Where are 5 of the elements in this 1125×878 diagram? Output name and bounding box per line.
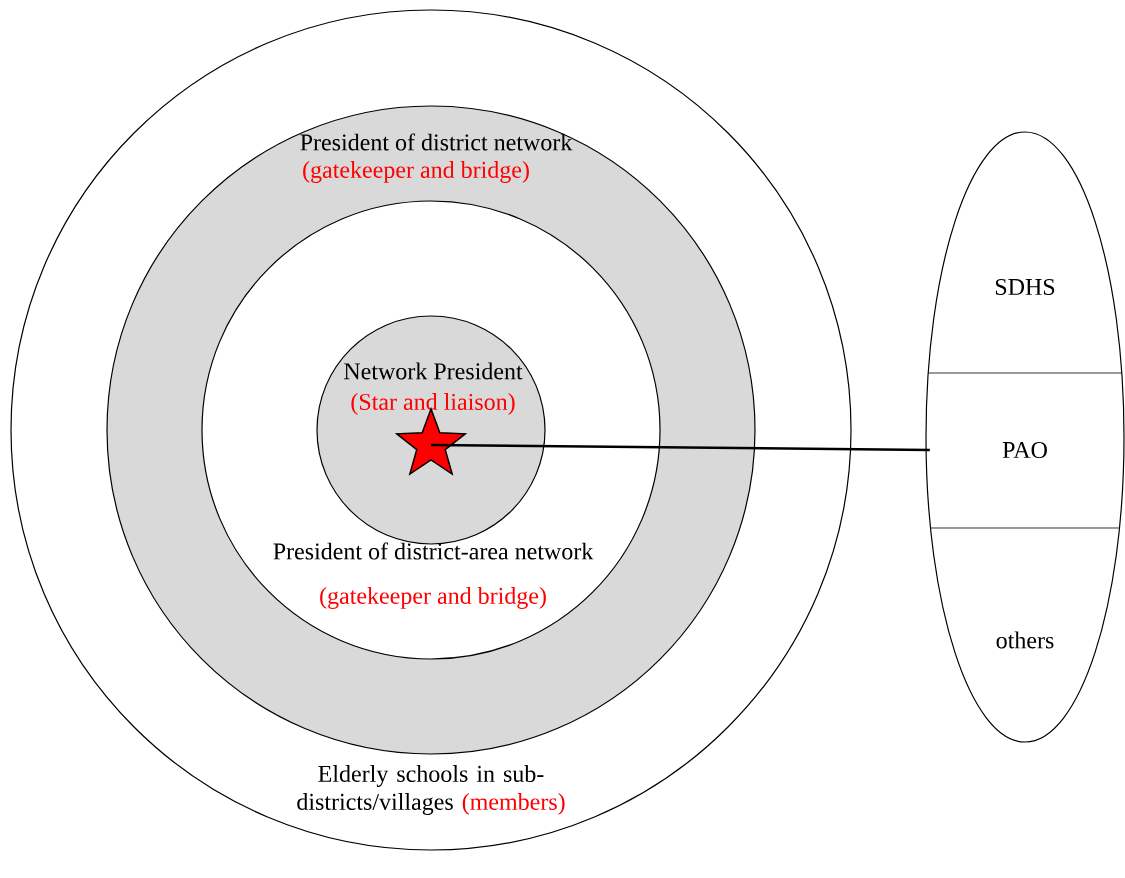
section-label: PAO <box>1002 441 1047 459</box>
section-label: SDHS <box>995 278 1055 296</box>
ellipse-shape <box>925 131 1125 743</box>
section-label: others <box>996 631 1054 649</box>
connector-line <box>431 443 930 452</box>
